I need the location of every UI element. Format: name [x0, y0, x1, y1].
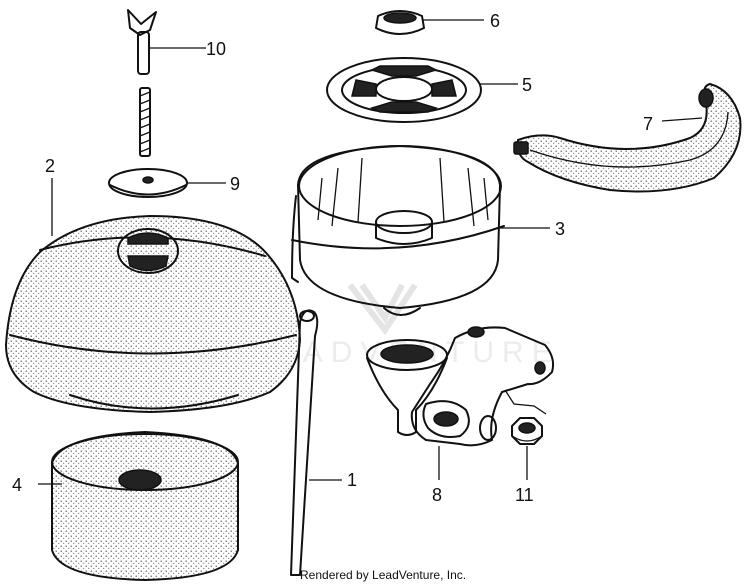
callout-11: 11 — [515, 485, 534, 505]
callout-3: 3 — [555, 219, 565, 239]
part-6-grommet — [375, 10, 425, 35]
callout-8: 8 — [432, 485, 442, 505]
callout-1: 1 — [347, 470, 357, 490]
part-4-filter-element — [51, 430, 239, 582]
part-10-wing-bolt — [127, 9, 157, 157]
callout-5: 5 — [522, 75, 532, 95]
callout-4: 4 — [12, 475, 22, 495]
callout-10: 10 — [206, 39, 226, 59]
part-1-breather-tube — [290, 309, 319, 576]
callout-7: 7 — [643, 114, 653, 134]
callout-2: 2 — [45, 156, 55, 176]
leader-7 — [661, 117, 703, 122]
part-7-band — [513, 82, 742, 193]
credit-text: Rendered by LeadVenture, Inc. — [300, 568, 467, 582]
part-2-air-cleaner-cover — [4, 214, 302, 414]
part-9-washer — [108, 168, 188, 198]
part-8-elbow — [366, 326, 555, 447]
leader-11-bracket — [504, 389, 547, 415]
callouts: 10 9 2 4 1 6 5 3 7 8 11 — [12, 11, 653, 505]
leader-lines — [38, 19, 703, 485]
part-3-air-cleaner-case — [291, 145, 505, 316]
part-11-nut — [511, 417, 543, 445]
callout-6: 6 — [490, 11, 500, 31]
callout-9: 9 — [230, 174, 240, 194]
part-5-plate — [326, 57, 482, 123]
